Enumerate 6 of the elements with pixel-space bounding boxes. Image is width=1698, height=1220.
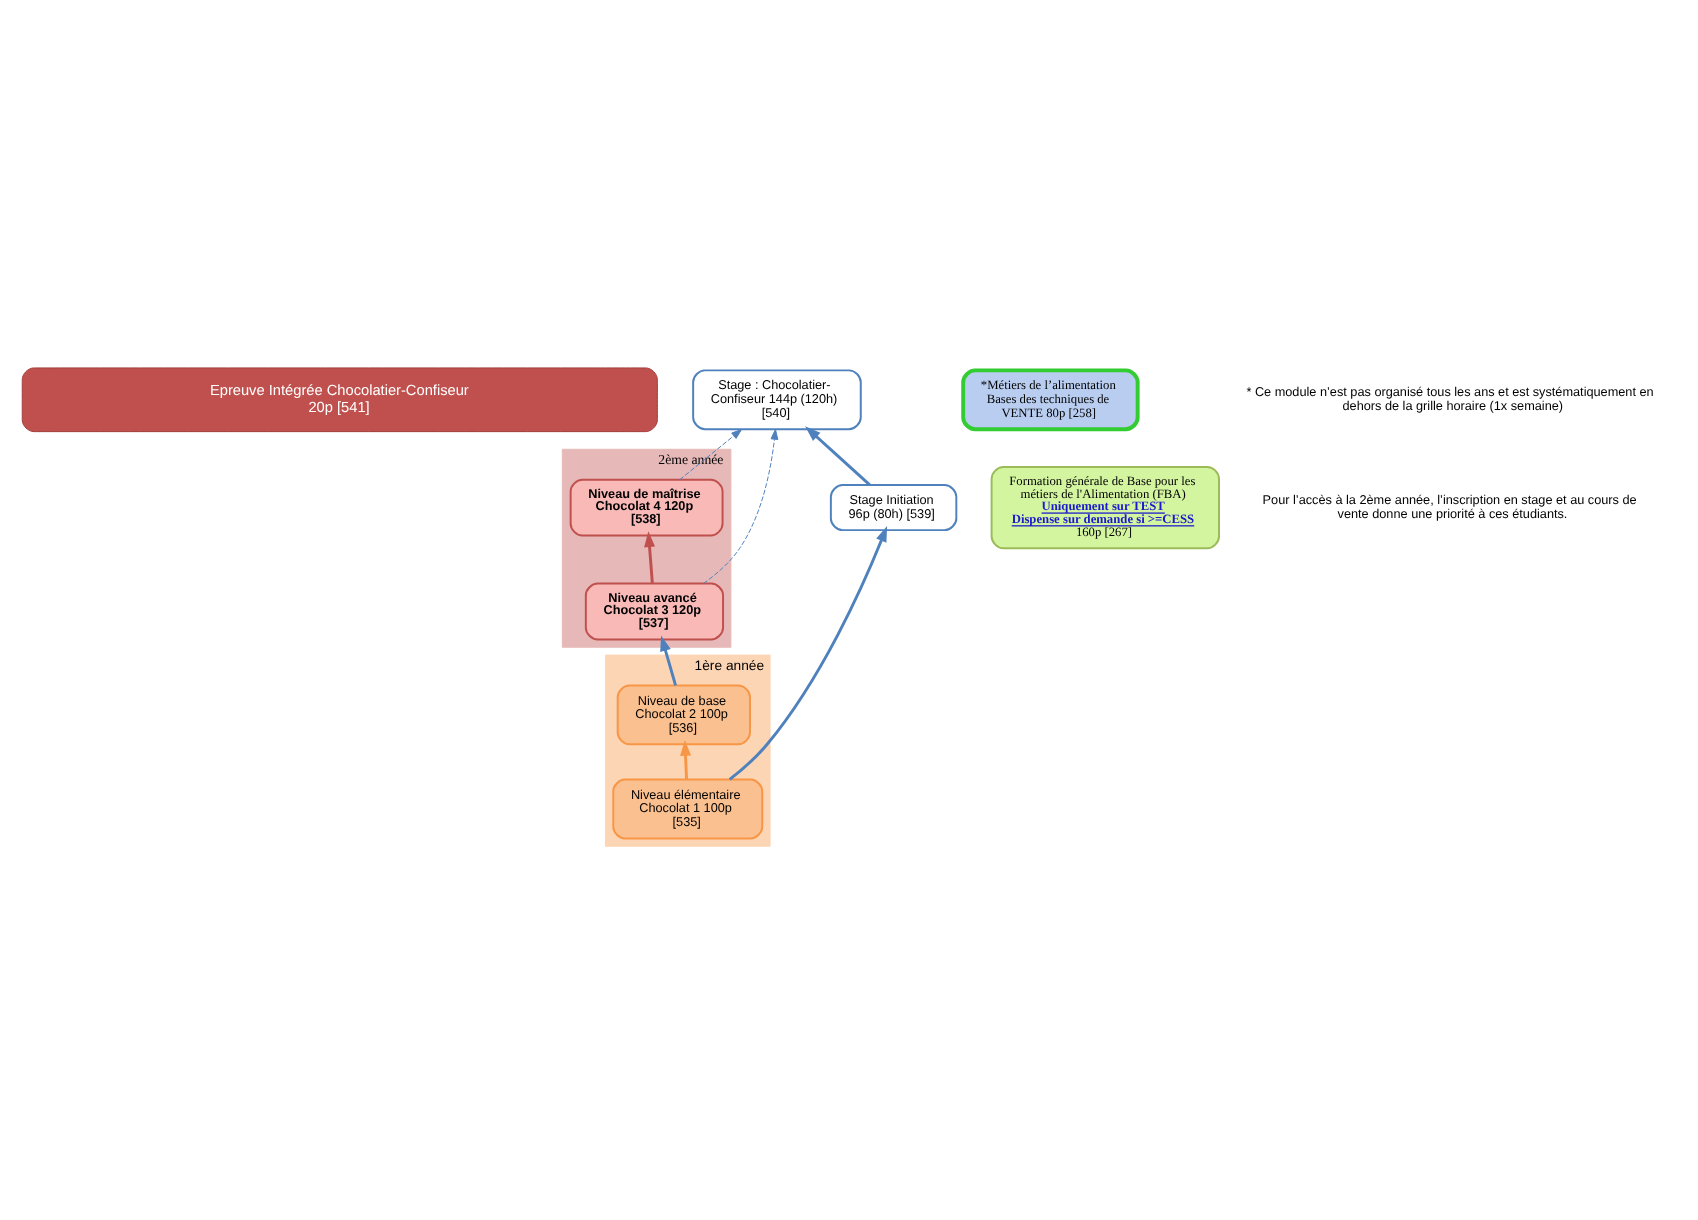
arrow [644, 530, 656, 583]
arrow [660, 634, 677, 685]
arrow [702, 427, 779, 583]
arrow [680, 739, 692, 779]
arrow [805, 425, 871, 486]
arrow [728, 525, 888, 780]
